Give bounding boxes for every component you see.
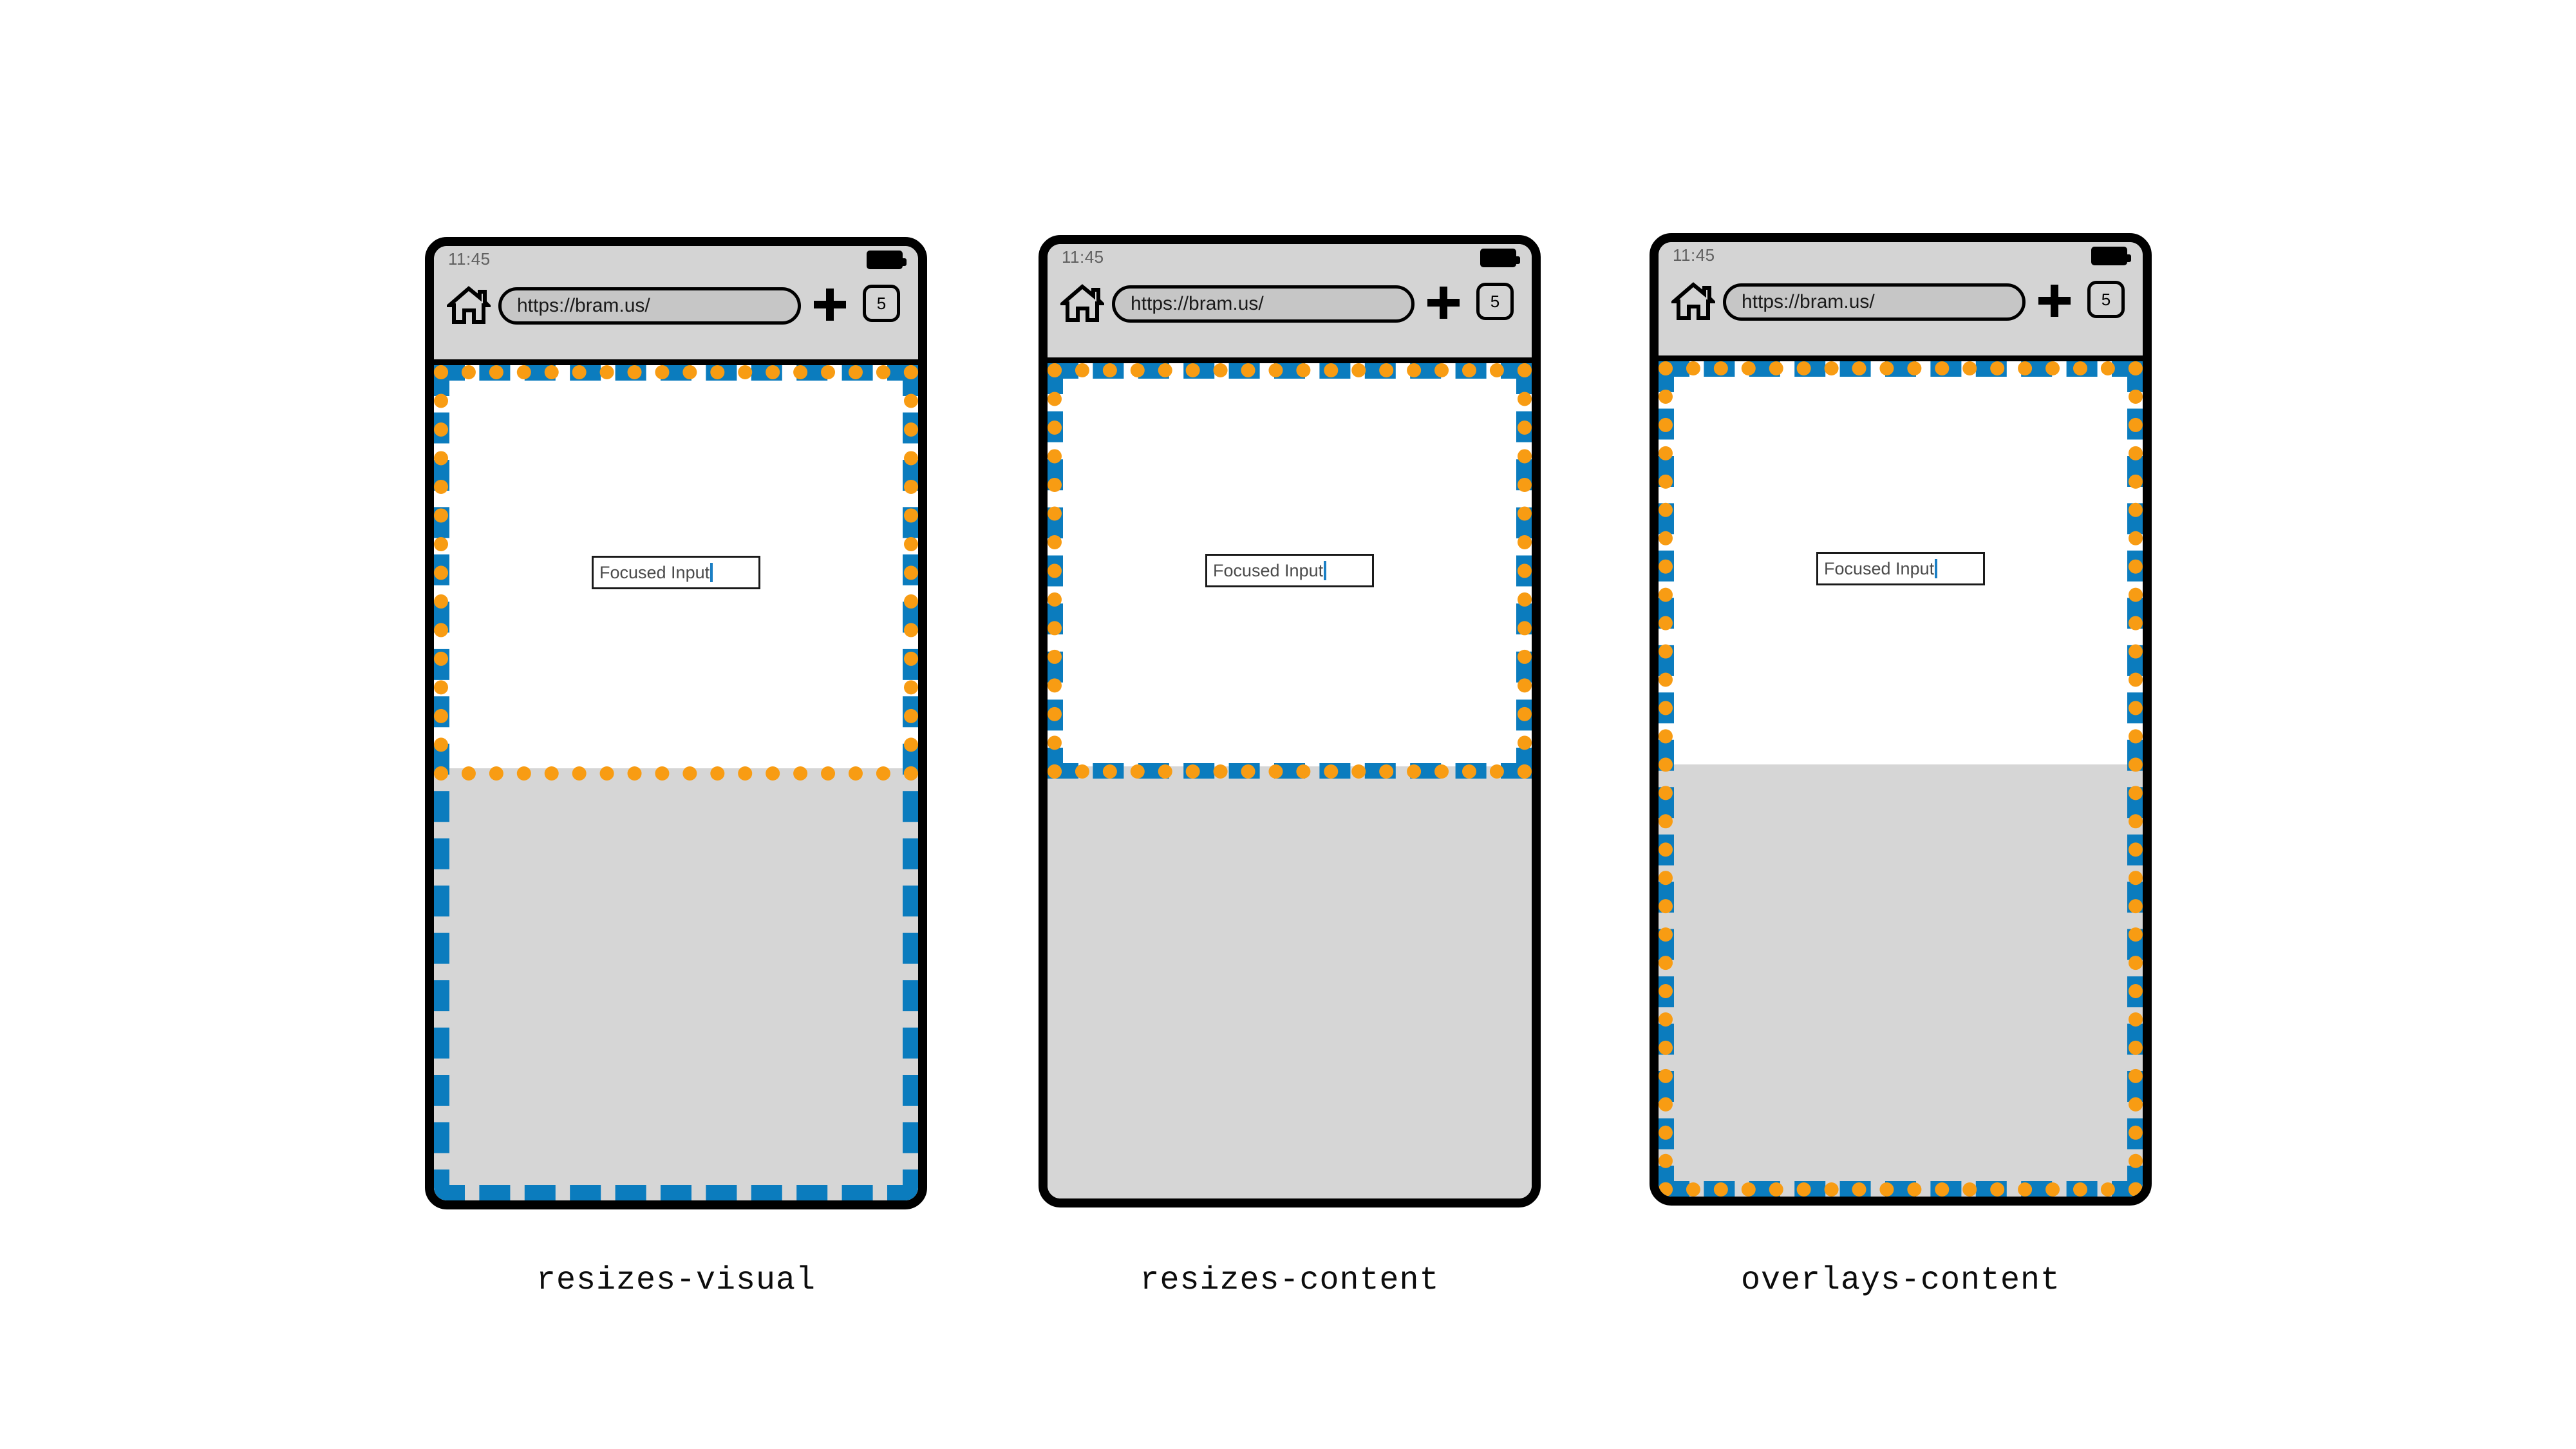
phone-screen: 11:45 https://bram.us/ 5 [434,246,918,1200]
focused-input-field[interactable]: Focused Input [592,556,760,589]
text-caret [1324,561,1327,580]
focused-input-field[interactable]: Focused Input [1205,554,1374,587]
status-bar: 11:45 [1048,244,1532,274]
battery-full-icon [1480,249,1520,267]
home-icon[interactable] [1668,281,1718,321]
focused-input-value: Focused Input [599,562,710,582]
browser-toolbar: https://bram.us/ 5 [1659,272,2143,355]
browser-chrome: 11:45 https://bram.us/ 5 [1048,244,1532,363]
text-caret [710,563,713,582]
phone-screen: 11:45 https://bram.us/ 5 [1048,244,1532,1198]
home-icon[interactable] [444,285,493,325]
browser-chrome: 11:45 https://bram.us/ 5 [434,246,918,365]
phone-mockup-resizes-visual: 11:45 https://bram.us/ 5 [425,237,927,1209]
status-clock: 11:45 [1062,247,1104,267]
url-text: https://bram.us/ [1742,291,1875,312]
tab-count-button[interactable]: 5 [1476,283,1514,320]
status-bar: 11:45 [1659,242,2143,272]
focused-input-field[interactable]: Focused Input [1816,552,1985,585]
battery-full-icon [2091,247,2131,265]
battery-full-icon [867,251,907,269]
url-bar[interactable]: https://bram.us/ [1112,285,1415,323]
tab-count-button[interactable]: 5 [2087,281,2125,318]
plus-icon[interactable] [814,289,846,321]
status-clock: 11:45 [1673,245,1715,265]
focused-input-value: Focused Input [1213,560,1324,580]
browser-toolbar: https://bram.us/ 5 [1048,274,1532,357]
phone-mockup-resizes-content: 11:45 https://bram.us/ 5 [1039,235,1541,1208]
phone-screen: 11:45 https://bram.us/ 5 [1659,242,2143,1197]
page-screen: Focused Input [1659,361,2143,1197]
caption-resizes-visual: resizes-visual [536,1262,816,1299]
caption-overlays-content: overlays-content [1740,1262,2061,1299]
url-text: https://bram.us/ [517,295,650,316]
status-bar: 11:45 [434,246,918,276]
browser-toolbar: https://bram.us/ 5 [434,276,918,359]
on-screen-keyboard[interactable] [434,768,918,1200]
text-caret [1935,559,1938,578]
focused-input-value: Focused Input [1824,558,1935,578]
on-screen-keyboard[interactable] [1659,764,2143,1197]
url-bar[interactable]: https://bram.us/ [498,287,801,325]
tab-count-button[interactable]: 5 [863,285,900,322]
page-screen: Focused Input [434,365,918,1200]
on-screen-keyboard[interactable] [1048,766,1532,1198]
home-icon[interactable] [1057,283,1107,323]
plus-icon[interactable] [1427,287,1460,319]
caption-resizes-content: resizes-content [1140,1262,1440,1299]
page-screen: Focused Input [1048,363,1532,1198]
web-content-area: Focused Input [1659,361,2143,777]
web-content-area: Focused Input [434,365,918,781]
status-clock: 11:45 [448,249,491,269]
url-text: https://bram.us/ [1131,293,1264,314]
url-bar[interactable]: https://bram.us/ [1723,283,2026,321]
web-content-area: Focused Input [1048,363,1532,779]
plus-icon[interactable] [2038,285,2071,317]
browser-chrome: 11:45 https://bram.us/ 5 [1659,242,2143,361]
phone-mockup-overlays-content: 11:45 https://bram.us/ 5 [1650,233,2152,1206]
